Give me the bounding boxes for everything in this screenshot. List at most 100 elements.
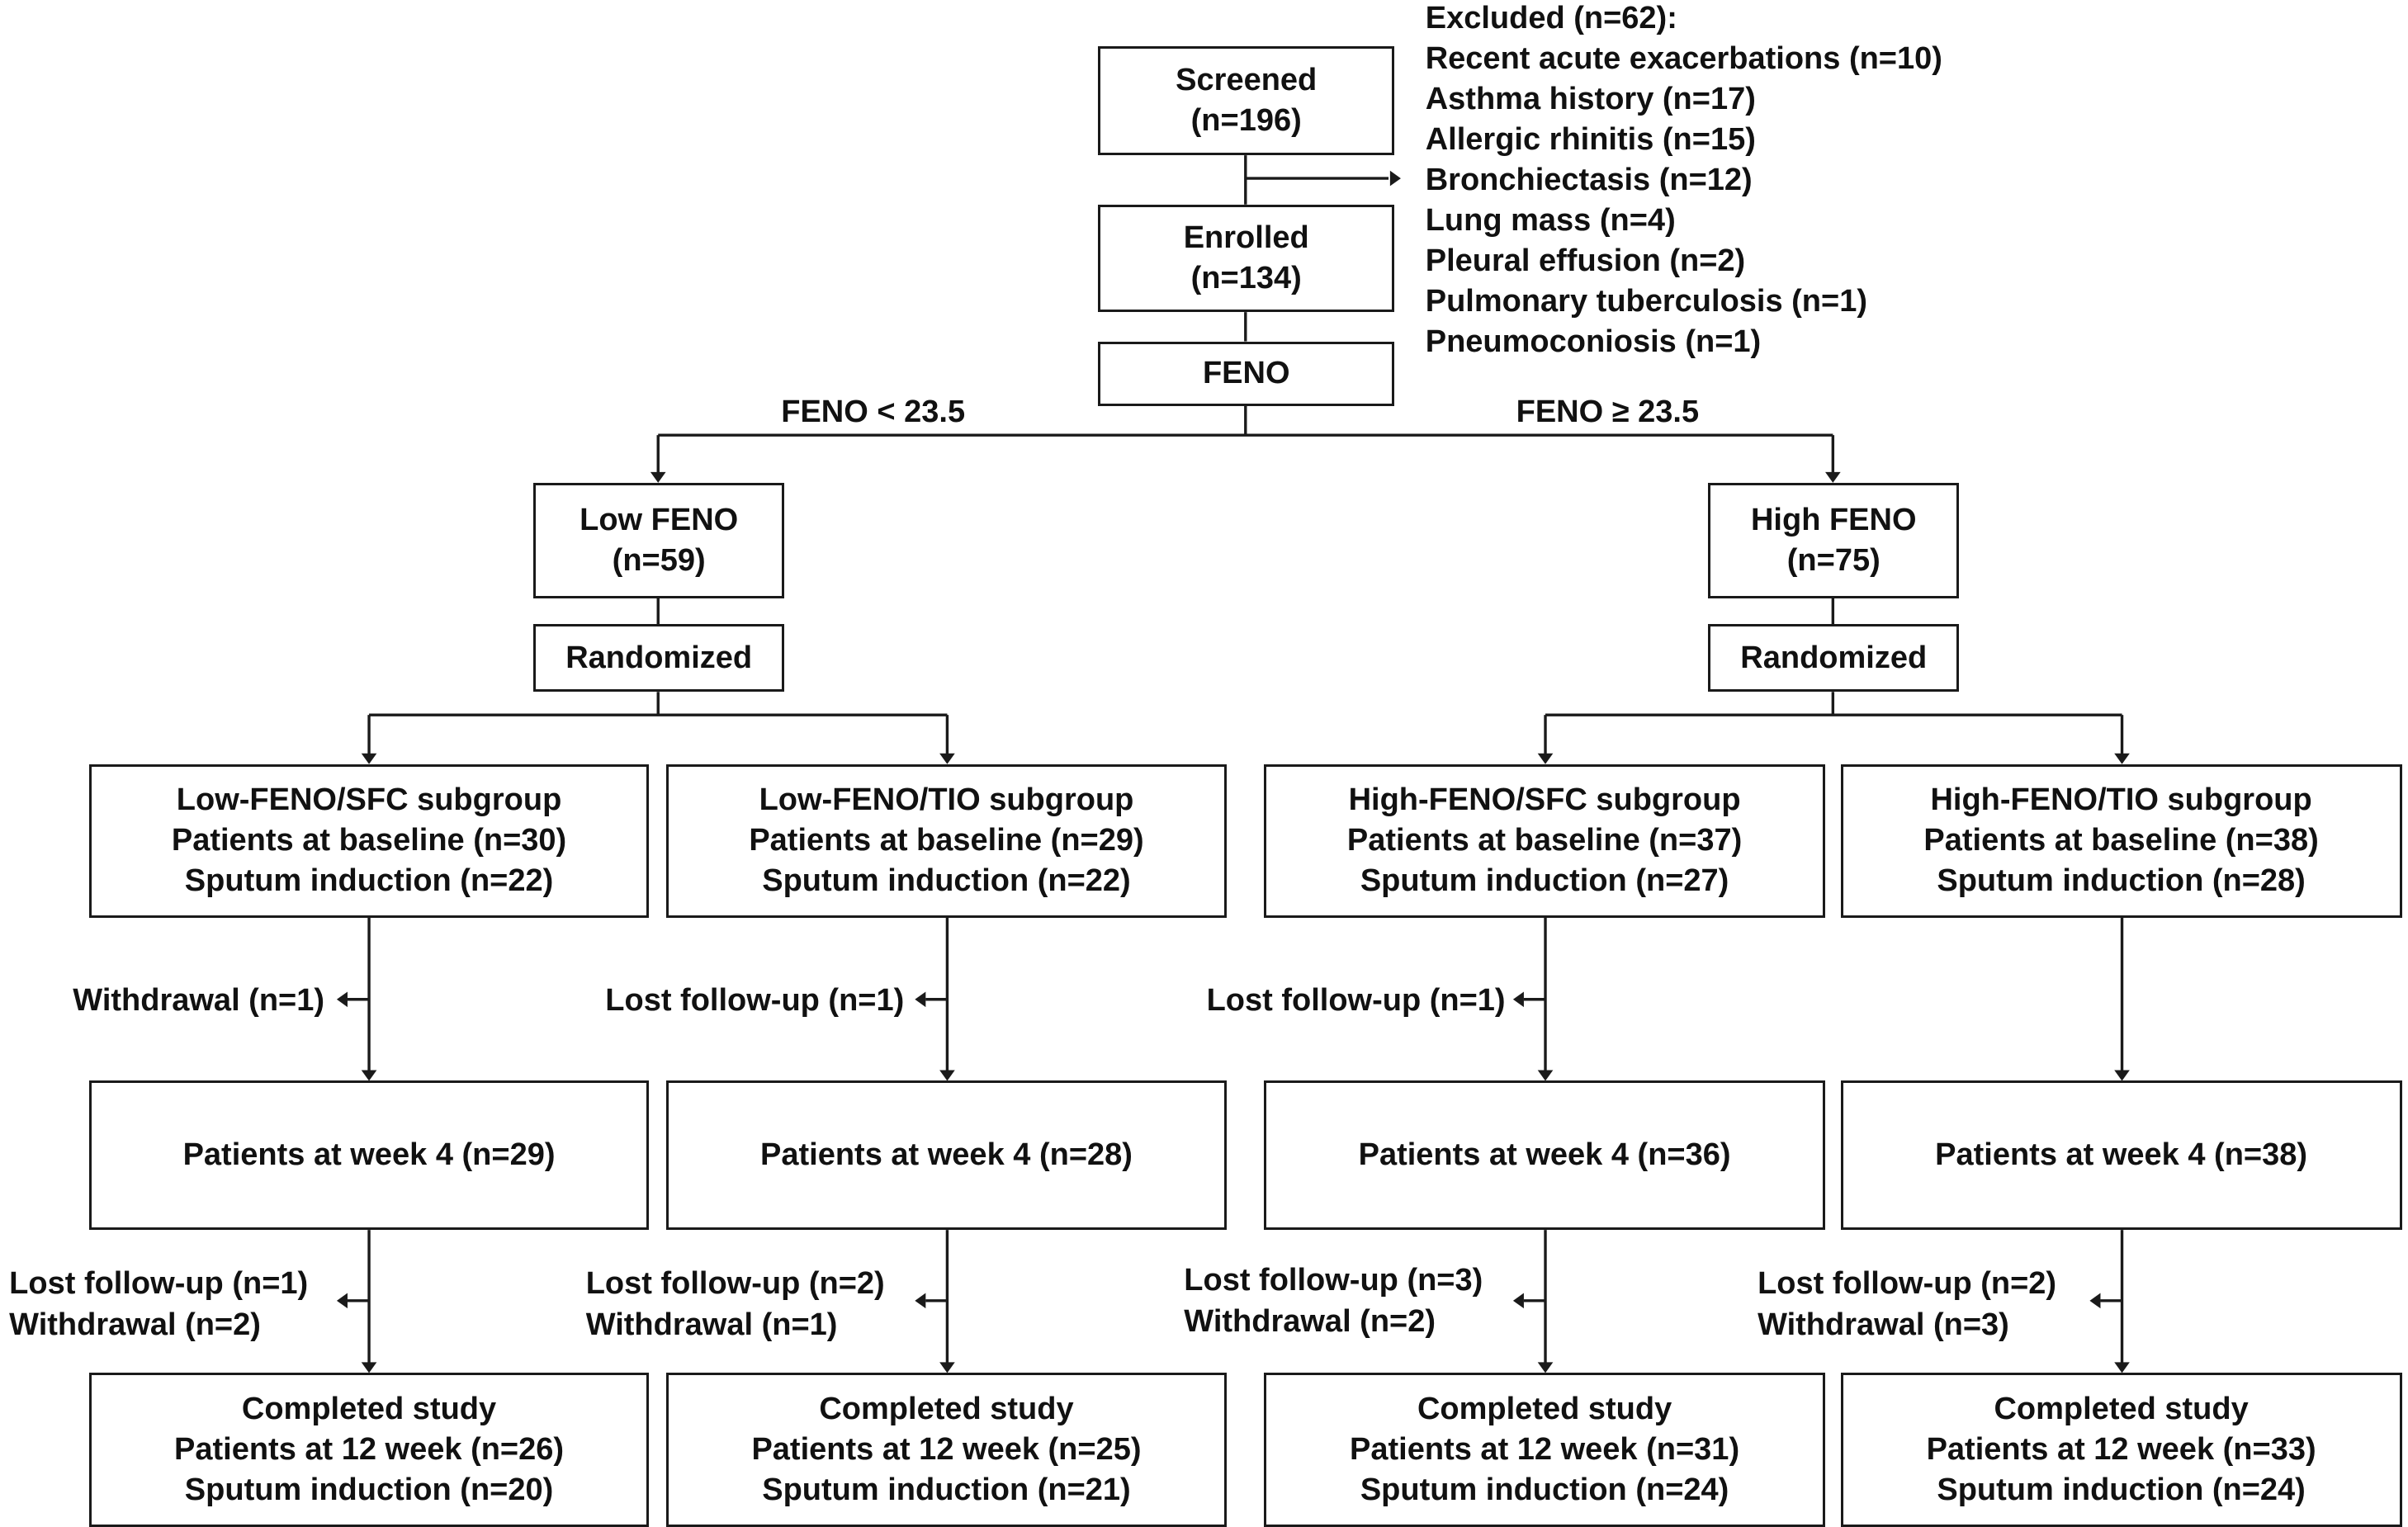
low-feno-box: Low FENO (n=59)	[533, 482, 784, 598]
dropout-high-tio-period2: Lost follow-up (n=2) Withdrawal (n=3)	[1758, 1264, 2056, 1345]
label-line: Lost follow-up (n=1)	[605, 983, 905, 1019]
arrowhead	[2114, 1362, 2130, 1373]
arrowhead	[1537, 753, 1554, 764]
box-line: Patients at week 4 (n=29)	[182, 1137, 556, 1173]
dropout-high-sfc-period1: Lost follow-up (n=1)	[1207, 981, 1506, 1021]
box-line: High-FENO/SFC subgroup	[1348, 782, 1741, 818]
box-line: Patients at baseline (n=29)	[749, 823, 1144, 858]
dropout-low-sfc-period2: Lost follow-up (n=1) Withdrawal (n=2)	[9, 1264, 308, 1345]
arrowhead	[1825, 471, 1841, 483]
box-line: High-FENO/TIO subgroup	[1930, 782, 2312, 818]
arrowhead	[1512, 1293, 1524, 1309]
box-line: (n=134)	[1190, 260, 1302, 295]
box-line: (n=196)	[1190, 103, 1302, 138]
arrowhead	[1389, 170, 1401, 187]
randomized-high-box: Randomized	[1708, 624, 1960, 693]
box-line: Randomized	[1740, 640, 1928, 675]
arrowhead	[2114, 753, 2130, 764]
arrowhead	[650, 471, 666, 483]
dropout-low-tio-period2: Lost follow-up (n=2) Withdrawal (n=1)	[586, 1264, 885, 1345]
feno-box: FENO	[1097, 341, 1395, 406]
box-line: Sputum induction (n=28)	[1937, 863, 2306, 899]
box-line: (n=75)	[1786, 542, 1881, 578]
box-line: Sputum induction (n=21)	[762, 1473, 1131, 1508]
label-line: Withdrawal (n=2)	[1184, 1303, 1436, 1339]
box-line: Sputum induction (n=24)	[1937, 1473, 2306, 1508]
label-line: Lost follow-up (n=2)	[1758, 1266, 2057, 1302]
label-line: Asthma history (n=17)	[1425, 82, 1756, 117]
randomized-low-box: Randomized	[533, 624, 784, 693]
box-line: Enrolled	[1183, 220, 1309, 255]
enrolled-box: Enrolled (n=134)	[1097, 204, 1395, 313]
label-line: Withdrawal (n=2)	[9, 1307, 261, 1342]
arrowhead	[915, 1293, 926, 1309]
label-line: Pleural effusion (n=2)	[1425, 243, 1746, 279]
high-sfc-week4-box: Patients at week 4 (n=36)	[1264, 1080, 1826, 1231]
arrowhead	[1537, 1070, 1554, 1081]
branch-label-low: FENO < 23.5	[781, 392, 965, 433]
box-line: Sputum induction (n=24)	[1360, 1473, 1729, 1508]
box-line: Sputum induction (n=22)	[762, 863, 1131, 899]
dropout-high-sfc-period2: Lost follow-up (n=3) Withdrawal (n=2)	[1184, 1260, 1483, 1342]
box-line: Patients at 12 week (n=26)	[174, 1432, 565, 1468]
label-line: Pulmonary tuberculosis (n=1)	[1425, 284, 1868, 319]
box-line: Patients at baseline (n=38)	[1923, 823, 2319, 858]
box-line: Patients at baseline (n=37)	[1346, 823, 1743, 858]
box-line: FENO	[1202, 356, 1290, 391]
box-line: (n=59)	[612, 542, 706, 578]
high-feno-box: High FENO (n=75)	[1708, 482, 1960, 598]
arrowhead	[361, 1362, 377, 1373]
label-line: Lost follow-up (n=3)	[1184, 1263, 1483, 1298]
label-line: Lost follow-up (n=1)	[1206, 983, 1506, 1019]
arrowhead	[336, 1293, 348, 1309]
box-line: Screened	[1176, 63, 1318, 97]
box-line: Low-FENO/SFC subgroup	[176, 782, 562, 818]
label-line: Pneumoconiosis (n=1)	[1425, 324, 1762, 360]
box-line: Randomized	[565, 640, 753, 675]
arrowhead	[939, 1070, 955, 1081]
box-line: Sputum induction (n=27)	[1360, 863, 1729, 899]
label-line: FENO ≥ 23.5	[1516, 394, 1700, 429]
label-line: Withdrawal (n=1)	[585, 1307, 838, 1342]
box-line: Sputum induction (n=22)	[184, 863, 554, 899]
label-line: Withdrawal (n=1)	[73, 983, 325, 1019]
box-line: Patients at 12 week (n=25)	[751, 1432, 1142, 1468]
box-line: Patients at week 4 (n=28)	[760, 1137, 1133, 1173]
box-line: Patients at week 4 (n=38)	[1935, 1137, 2308, 1173]
arrowhead	[939, 1362, 955, 1373]
label-line: Lost follow-up (n=2)	[585, 1266, 885, 1302]
box-line: Patients at 12 week (n=33)	[1926, 1432, 2316, 1468]
arrowhead	[2089, 1293, 2101, 1309]
box-line: Low FENO	[580, 502, 739, 537]
arrowhead	[939, 753, 955, 764]
low-sfc-week4-box: Patients at week 4 (n=29)	[89, 1080, 650, 1231]
label-line: Lost follow-up (n=1)	[9, 1266, 309, 1302]
box-line: Completed study	[1417, 1392, 1672, 1427]
low-tio-week4-box: Patients at week 4 (n=28)	[665, 1080, 1228, 1231]
dropout-low-tio-period1: Lost follow-up (n=1)	[605, 981, 904, 1021]
label-line: Allergic rhinitis (n=15)	[1425, 122, 1756, 158]
branch-label-high: FENO ≥ 23.5	[1516, 392, 1700, 433]
label-line: Recent acute exacerbations (n=10)	[1425, 41, 1942, 77]
box-line: Completed study	[241, 1392, 497, 1427]
arrowhead	[2114, 1070, 2130, 1081]
dropout-low-sfc-period1: Withdrawal (n=1)	[73, 981, 324, 1021]
label-line: FENO < 23.5	[781, 394, 966, 429]
arrowhead	[336, 991, 348, 1008]
box-line: Low-FENO/TIO subgroup	[759, 782, 1134, 818]
box-line: Patients at week 4 (n=36)	[1358, 1137, 1731, 1173]
box-line: Completed study	[819, 1392, 1074, 1427]
screened-box: Screened (n=196)	[1097, 45, 1395, 156]
label-line: Withdrawal (n=3)	[1758, 1307, 2009, 1342]
box-line: High FENO	[1750, 502, 1917, 537]
label-line: Lung mass (n=4)	[1425, 203, 1676, 239]
